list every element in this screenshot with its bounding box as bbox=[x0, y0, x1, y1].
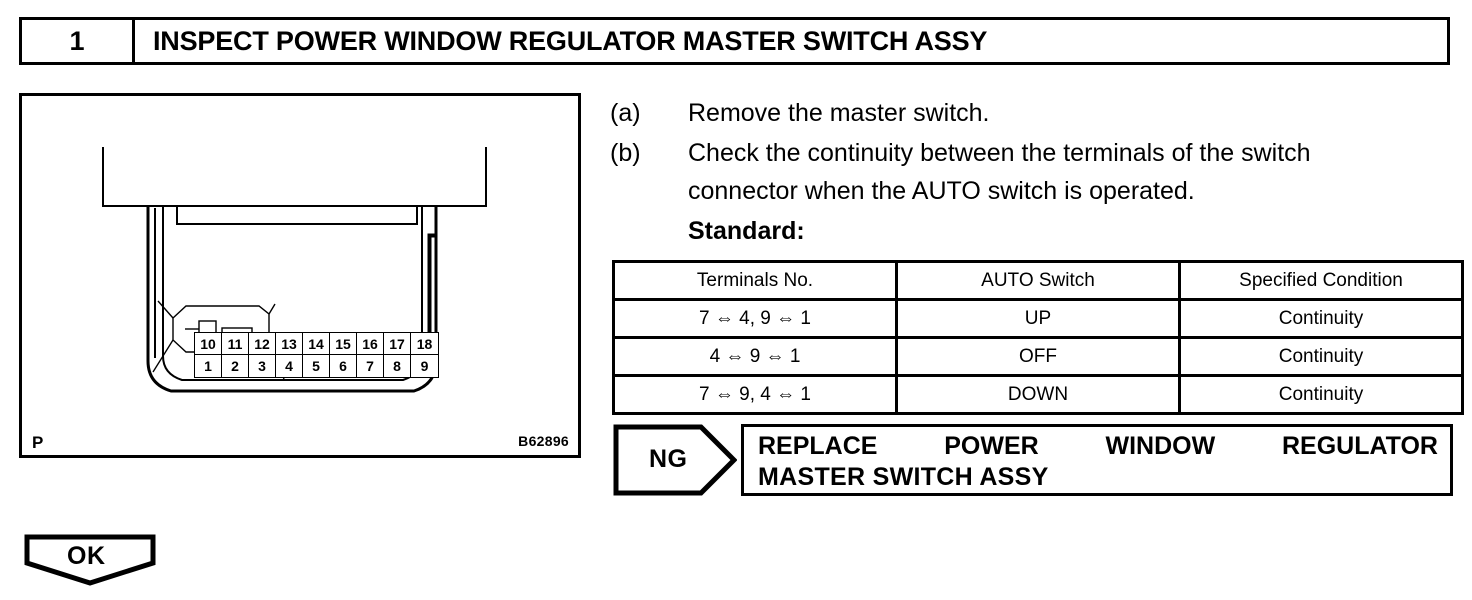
instruction-item-a: (a) Remove the master switch. bbox=[610, 94, 1460, 132]
pin-row-bottom: 1 2 3 4 5 6 7 8 9 bbox=[195, 355, 438, 377]
step-header-box: 1 INSPECT POWER WINDOW REGULATOR MASTER … bbox=[19, 17, 1450, 65]
pin-cell: 17 bbox=[384, 333, 411, 355]
pin-cell: 6 bbox=[330, 355, 357, 377]
ng-result-block: NG REPLACE POWER WINDOW REGULATOR MASTER… bbox=[613, 424, 1453, 496]
ng-action-word: REGULATOR bbox=[1281, 432, 1438, 460]
table-row: 4 ⇔ 9 ⇔ 1 OFF Continuity bbox=[612, 336, 1464, 377]
standard-heading: Standard: bbox=[688, 217, 805, 245]
pin-cell: 18 bbox=[411, 333, 438, 355]
pin-cell: 15 bbox=[330, 333, 357, 355]
pin-cell: 12 bbox=[249, 333, 276, 355]
ok-result-block: OK bbox=[24, 534, 156, 586]
table-row: 7 ⇔ 9, 4 ⇔ 1 DOWN Continuity bbox=[612, 374, 1464, 415]
ok-arrow-tag-icon bbox=[24, 534, 156, 586]
pin-cell: 13 bbox=[276, 333, 303, 355]
instruction-label: (a) bbox=[610, 99, 641, 127]
pin-cell: 16 bbox=[357, 333, 384, 355]
instruction-body: Check the continuity between the termina… bbox=[688, 134, 1311, 210]
instruction-item-b: (b) Check the continuity between the ter… bbox=[610, 134, 1460, 210]
pin-cell: 5 bbox=[303, 355, 330, 377]
ng-arrow-tag-icon bbox=[613, 424, 737, 496]
ng-action-line-2: MASTER SWITCH ASSY bbox=[758, 463, 1049, 491]
pin-row-top: 10 11 12 13 14 15 16 17 18 bbox=[195, 333, 438, 355]
instruction-line: Remove the master switch. bbox=[688, 99, 990, 127]
pin-cell: 9 bbox=[420, 358, 429, 374]
column-header-terminals: Terminals No. bbox=[612, 260, 898, 301]
table-header-row: Terminals No. AUTO Switch Specified Cond… bbox=[612, 260, 1464, 301]
pin-cell: 3 bbox=[249, 355, 276, 377]
instruction-label: (b) bbox=[610, 139, 641, 167]
cell-terminals: 4 ⇔ 9 ⇔ 1 bbox=[612, 336, 898, 377]
cell-auto-switch: UP bbox=[895, 298, 1181, 339]
cell-terminals: 7 ⇔ 9, 4 ⇔ 1 bbox=[612, 374, 898, 415]
instruction-line: Check the continuity between the termina… bbox=[688, 139, 1311, 167]
cell-auto-switch: OFF bbox=[895, 336, 1181, 377]
connector-pin-grid: 10 11 12 13 14 15 16 17 18 1 2 3 4 5 6 7… bbox=[194, 332, 439, 378]
pin-cell: 1 bbox=[195, 355, 222, 377]
cell-auto-switch: DOWN bbox=[895, 374, 1181, 415]
figure-orientation-mark: P bbox=[32, 433, 44, 452]
cell-condition: Continuity bbox=[1178, 374, 1464, 415]
column-header-specified-condition: Specified Condition bbox=[1178, 260, 1464, 301]
ng-action-word: WINDOW bbox=[1105, 432, 1216, 460]
pin-cell: 4 bbox=[276, 355, 303, 377]
pin-cell: 11 bbox=[222, 333, 249, 355]
pin-cell: 7 bbox=[357, 355, 384, 377]
cell-condition: Continuity bbox=[1178, 298, 1464, 339]
step-title: INSPECT POWER WINDOW REGULATOR MASTER SW… bbox=[153, 25, 988, 56]
ng-action-word: REPLACE bbox=[758, 432, 878, 460]
instruction-line: connector when the AUTO switch is operat… bbox=[688, 177, 1195, 205]
table-row: 7 ⇔ 4, 9 ⇔ 1 UP Continuity bbox=[612, 298, 1464, 339]
column-header-auto-switch: AUTO Switch bbox=[895, 260, 1181, 301]
cell-terminals: 7 ⇔ 4, 9 ⇔ 1 bbox=[612, 298, 898, 339]
instruction-body: Remove the master switch. bbox=[688, 94, 990, 132]
pin-cell: 2 bbox=[222, 355, 249, 377]
connector-illustration bbox=[102, 147, 487, 393]
pin-cell: 14 bbox=[303, 333, 330, 355]
ok-tag-label: OK bbox=[67, 542, 106, 570]
connector-figure-panel: 10 11 12 13 14 15 16 17 18 1 2 3 4 5 6 7… bbox=[19, 93, 581, 458]
standard-table: Terminals No. AUTO Switch Specified Cond… bbox=[612, 260, 1464, 415]
ng-action-line-1: REPLACE POWER WINDOW REGULATOR bbox=[758, 432, 1438, 461]
ng-action-word: POWER bbox=[944, 432, 1039, 460]
instruction-list: (a) Remove the master switch. (b) Check … bbox=[610, 94, 1460, 250]
ng-action-box: REPLACE POWER WINDOW REGULATOR MASTER SW… bbox=[741, 424, 1453, 496]
pin-cell: 8 bbox=[384, 355, 411, 377]
step-number: 1 bbox=[22, 20, 135, 62]
ng-tag-label: NG bbox=[649, 445, 688, 473]
pin-cell: 10 bbox=[195, 333, 222, 355]
figure-code: B62896 bbox=[518, 433, 569, 449]
cell-condition: Continuity bbox=[1178, 336, 1464, 377]
